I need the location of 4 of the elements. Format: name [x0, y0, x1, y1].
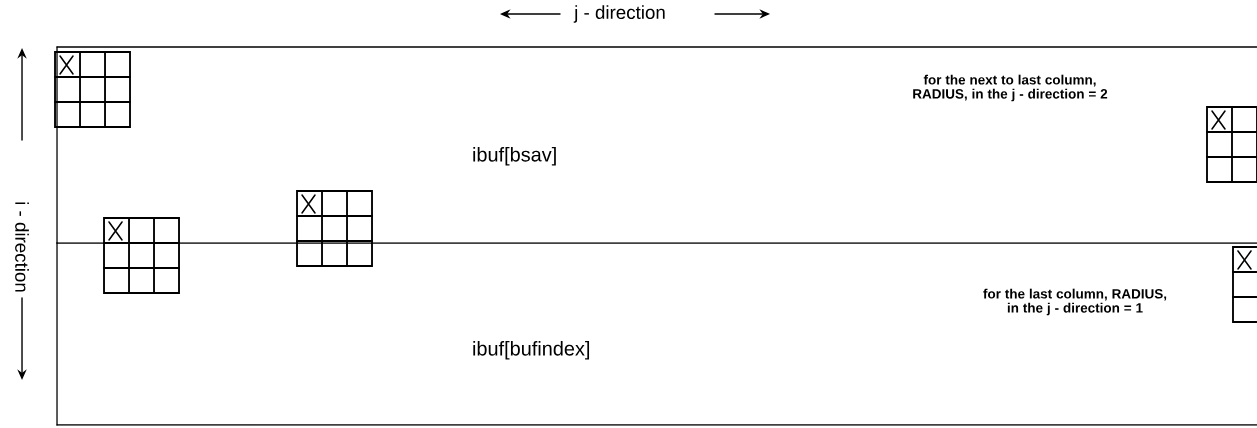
note-text: for the last column, RADIUS, in the j - direction = 1	[983, 288, 1167, 316]
axis-label: j - direction	[573, 5, 665, 23]
note-text: for the next to last column, RADIUS, in the j - direction = 2	[913, 74, 1108, 102]
axis-label: i - direction	[15, 202, 29, 292]
